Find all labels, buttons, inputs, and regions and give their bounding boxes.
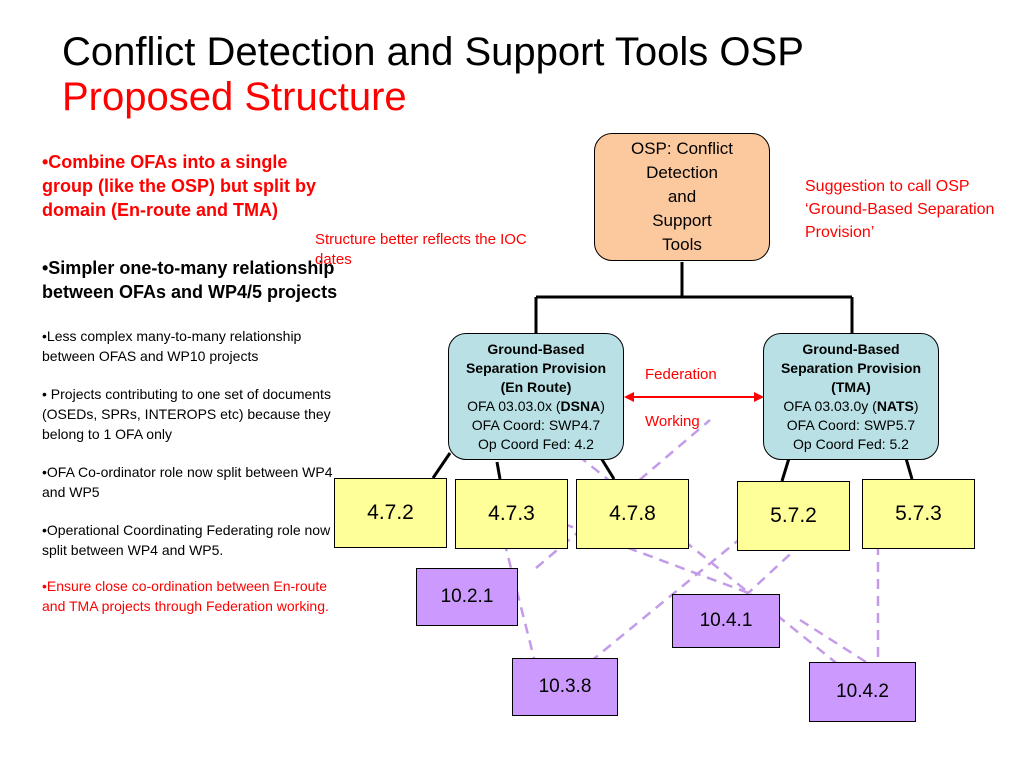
ofa-enroute-box: Ground-Based Separation Provision (En Ro… <box>448 333 624 460</box>
note-suggestion: Suggestion to call OSP ‘Ground-Based Sep… <box>805 178 995 241</box>
bullet-operational-coordinating: •Operational Coordinating Federating rol… <box>42 522 331 558</box>
project-10-3-8: 10.3.8 <box>512 658 618 716</box>
ofa-enroute-heading-2: Separation Provision <box>465 359 607 376</box>
project-10-4-2: 10.4.2 <box>809 662 916 722</box>
note-structure-ioc: Structure better reflects the IOC dates <box>315 231 527 268</box>
project-4-7-8: 4.7.8 <box>576 479 689 549</box>
bullet-simpler-relationship: •Simpler one-to-many relationship betwee… <box>42 258 338 302</box>
ofa-tma-heading-3: (TMA) <box>831 378 871 395</box>
ofa-enroute-heading-1: Ground-Based <box>487 340 585 357</box>
root-line-3: and <box>667 187 697 206</box>
ofa-tma-heading-1: Ground-Based <box>802 340 900 357</box>
ofa-enroute-fed: Op Coord Fed: 4.2 <box>478 435 594 452</box>
ofa-tma-id: OFA 03.03.0y (NATS) <box>783 397 919 414</box>
root-line-4: Support <box>652 211 712 230</box>
bullet-less-complex: •Less complex many-to-many relationship … <box>42 328 302 364</box>
ofa-enroute-heading-3: (En Route) <box>500 378 572 395</box>
link-1041-1042 <box>799 618 867 664</box>
bullet-ensure-coordination: •Ensure close co-ordination between En-r… <box>42 578 329 614</box>
ofa-tma-heading-2: Separation Provision <box>780 359 922 376</box>
project-10-2-1: 10.2.1 <box>416 568 518 626</box>
project-4-7-2: 4.7.2 <box>334 478 447 548</box>
slide-title: Conflict Detection and Support Tools OSP… <box>62 30 804 120</box>
label-working: Working <box>645 413 700 430</box>
root-line-1: OSP: Conflict <box>630 139 734 158</box>
title-line-2: Proposed Structure <box>62 75 407 119</box>
root-line-2: Detection <box>646 163 718 182</box>
label-federation: Federation <box>645 366 717 383</box>
project-5-7-2: 5.7.2 <box>737 481 850 551</box>
ofa-tma-fed: Op Coord Fed: 5.2 <box>793 435 909 452</box>
ofa-enroute-coord: OFA Coord: SWP4.7 <box>471 416 601 433</box>
bullet-ofa-coordinator: •OFA Co-ordinator role now split between… <box>42 464 333 500</box>
bullet-combine-ofas: •Combine OFAs into a single group (like … <box>42 152 317 220</box>
ofa-tma-coord: OFA Coord: SWP5.7 <box>786 416 916 433</box>
link-1041-572 <box>744 544 801 597</box>
ofa-tma-box: Ground-Based Separation Provision (TMA) … <box>763 333 939 460</box>
federation-arrow <box>624 392 764 402</box>
osp-root-box: OSP: Conflict Detection and Support Tool… <box>594 133 770 261</box>
bullet-list: •Combine OFAs into a single group (like … <box>42 150 342 634</box>
link-1038-tma <box>589 519 764 663</box>
project-10-4-1: 10.4.1 <box>672 594 780 648</box>
root-line-5: Tools <box>662 235 702 254</box>
bullet-projects-contributing: • Projects contributing to one set of do… <box>42 386 331 442</box>
project-4-7-3: 4.7.3 <box>455 479 568 549</box>
link-473-1041 <box>499 498 763 600</box>
title-line-1: Conflict Detection and Support Tools OSP <box>62 30 804 74</box>
project-5-7-3: 5.7.3 <box>862 479 975 549</box>
ofa-enroute-id: OFA 03.03.0x (DSNA) <box>467 397 605 414</box>
